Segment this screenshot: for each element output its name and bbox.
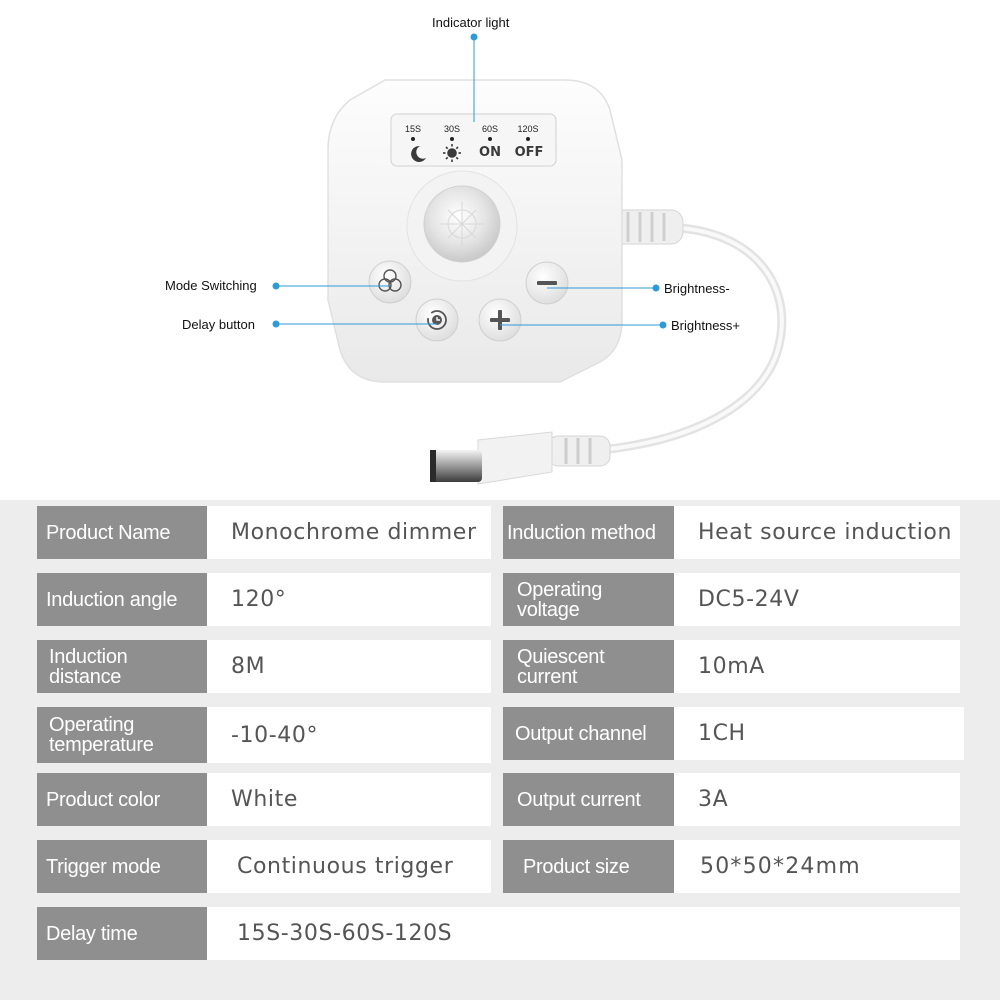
spec-value-quiescent-current: 10mA	[674, 640, 960, 693]
spec-key-induction-distance: Induction distance	[37, 640, 207, 693]
strain-relief-device	[607, 209, 684, 245]
indicator-label-30s: 30S	[443, 124, 460, 134]
delay-button	[415, 298, 459, 342]
indicator-off-text: OFF	[514, 145, 544, 160]
spec-value-operating-temperature: -10-40°	[207, 707, 491, 763]
spec-key-product-size: Product size	[503, 840, 674, 893]
dc-plug	[430, 431, 611, 485]
mode-switch-icon	[378, 269, 402, 292]
spec-key-product-color: Product color	[37, 773, 207, 826]
spec-value-output-current: 3A	[674, 773, 960, 826]
spec-table: Product Name Monochrome dimmer Induction…	[0, 500, 1000, 1000]
minus-icon	[537, 281, 557, 285]
spec-value-output-channel: 1CH	[674, 707, 964, 760]
spec-value-delay-time: 15S-30S-60S-120S	[207, 907, 960, 960]
callout-brightness-minus: Brightness-	[664, 281, 730, 296]
indicator-on-text: ON	[479, 145, 501, 160]
callout-lines	[272, 33, 667, 329]
spec-key-delay-time: Delay time	[37, 907, 207, 960]
delay-clock-icon	[427, 310, 447, 330]
spec-key-operating-temperature: Operating temperature	[37, 707, 207, 763]
indicator-label-60s: 60S	[481, 124, 498, 134]
brightness-minus-button	[525, 261, 569, 305]
device-drawing	[272, 33, 787, 485]
indicator-label-15s: 15S	[404, 124, 421, 134]
callout-indicator-light: Indicator light	[432, 15, 510, 30]
cable	[595, 223, 787, 455]
spec-key-quiescent-current: Quiescent current	[503, 640, 674, 693]
spec-key-induction-angle: Induction angle	[37, 573, 207, 626]
spec-value-induction-distance: 8M	[207, 640, 491, 693]
brightness-plus-button	[478, 298, 522, 342]
spec-key-trigger-mode: Trigger mode	[37, 840, 207, 893]
spec-key-output-channel: Output channel	[503, 707, 674, 760]
spec-key-output-current: Output current	[503, 773, 674, 826]
sun-icon	[443, 144, 461, 162]
indicator-label-120s: 120S	[517, 124, 539, 134]
product-illustration: 15S 30S 60S 120S ON OFF Indicator light …	[165, 15, 787, 485]
spec-value-product-color: White	[207, 773, 491, 826]
callout-delay-button: Delay button	[182, 317, 255, 332]
spec-key-operating-voltage: Operating voltage	[503, 573, 674, 626]
spec-value-product-size: 50*50*24mm	[674, 840, 960, 893]
callout-brightness-plus: Brightness+	[671, 318, 741, 333]
spec-value-induction-method: Heat source induction	[674, 506, 960, 559]
spec-value-operating-voltage: DC5-24V	[674, 573, 960, 626]
spec-value-trigger-mode: Continuous trigger	[207, 840, 491, 893]
spec-key-product-name: Product Name	[37, 506, 207, 559]
moon-icon	[411, 145, 426, 162]
spec-key-induction-method: Induction method	[503, 506, 674, 559]
mode-switch-button	[368, 260, 412, 304]
callout-mode-switching: Mode Switching	[165, 278, 257, 293]
spec-value-product-name: Monochrome dimmer	[207, 506, 491, 559]
spec-value-induction-angle: 120°	[207, 573, 491, 626]
